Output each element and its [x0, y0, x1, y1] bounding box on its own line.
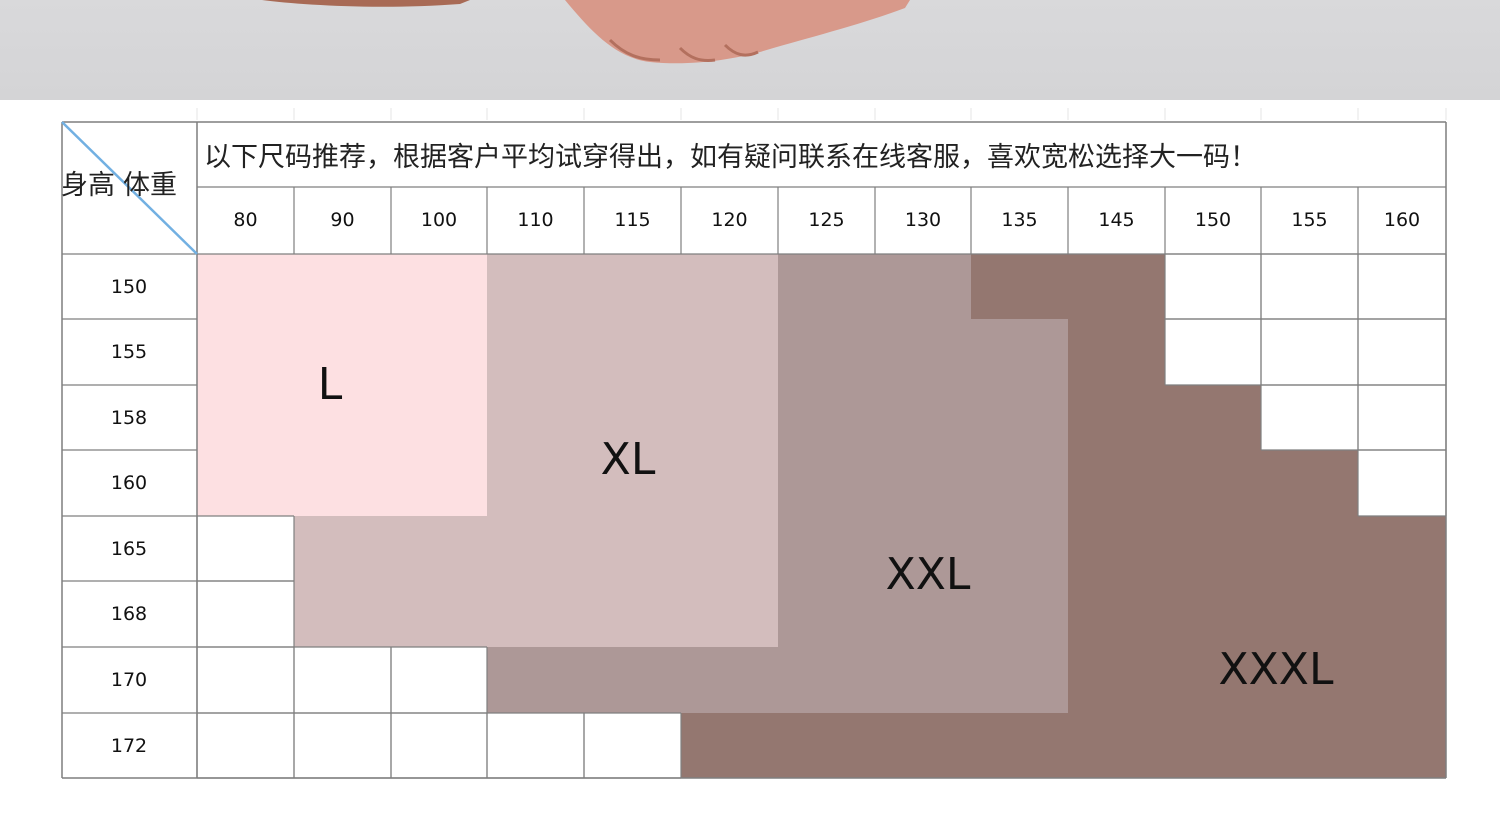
- height-axis-label: 身高: [61, 170, 115, 201]
- region-xl: [294, 254, 778, 647]
- size-label-xxxl: XXXL: [1218, 644, 1334, 695]
- weight-header: 130: [904, 209, 942, 231]
- weight-header: 100: [420, 209, 458, 231]
- weight-header: 125: [808, 209, 845, 231]
- weight-header: 80: [233, 209, 258, 231]
- height-header: 168: [110, 603, 148, 625]
- weight-header: 135: [1001, 209, 1038, 231]
- banner-photo: [0, 0, 1500, 100]
- weight-header: 150: [1194, 209, 1232, 231]
- size-label-xxl: XXL: [885, 549, 971, 600]
- corner-header: 身高体重: [61, 166, 177, 206]
- height-header: 160: [110, 472, 148, 494]
- weight-header: 115: [614, 209, 651, 231]
- weight-header: 120: [711, 209, 748, 231]
- size-label-l: L: [317, 359, 343, 410]
- height-header: 170: [110, 669, 148, 691]
- region-l: [197, 254, 487, 516]
- height-header: 158: [110, 406, 148, 429]
- size-label-xl: XL: [600, 434, 656, 485]
- weight-header: 145: [1098, 209, 1135, 231]
- corner-diagonal: [61, 121, 198, 255]
- height-header: 165: [110, 537, 148, 560]
- weight-header: 110: [517, 209, 554, 231]
- height-header: 150: [110, 275, 148, 298]
- weight-axis-label: 体重: [123, 170, 177, 201]
- weight-header: 90: [330, 209, 355, 231]
- weight-header: 160: [1383, 209, 1421, 231]
- size-recommendation-note: 以下尺码推荐，根据客户平均试穿得出，如有疑问联系在线客服，喜欢宽松选择大一码！: [204, 142, 1257, 173]
- feet-illustration: [262, 0, 910, 64]
- weight-header: 155: [1291, 209, 1328, 231]
- height-header: 172: [110, 734, 148, 757]
- height-header: 155: [110, 341, 148, 363]
- region-xxl: [487, 254, 1068, 713]
